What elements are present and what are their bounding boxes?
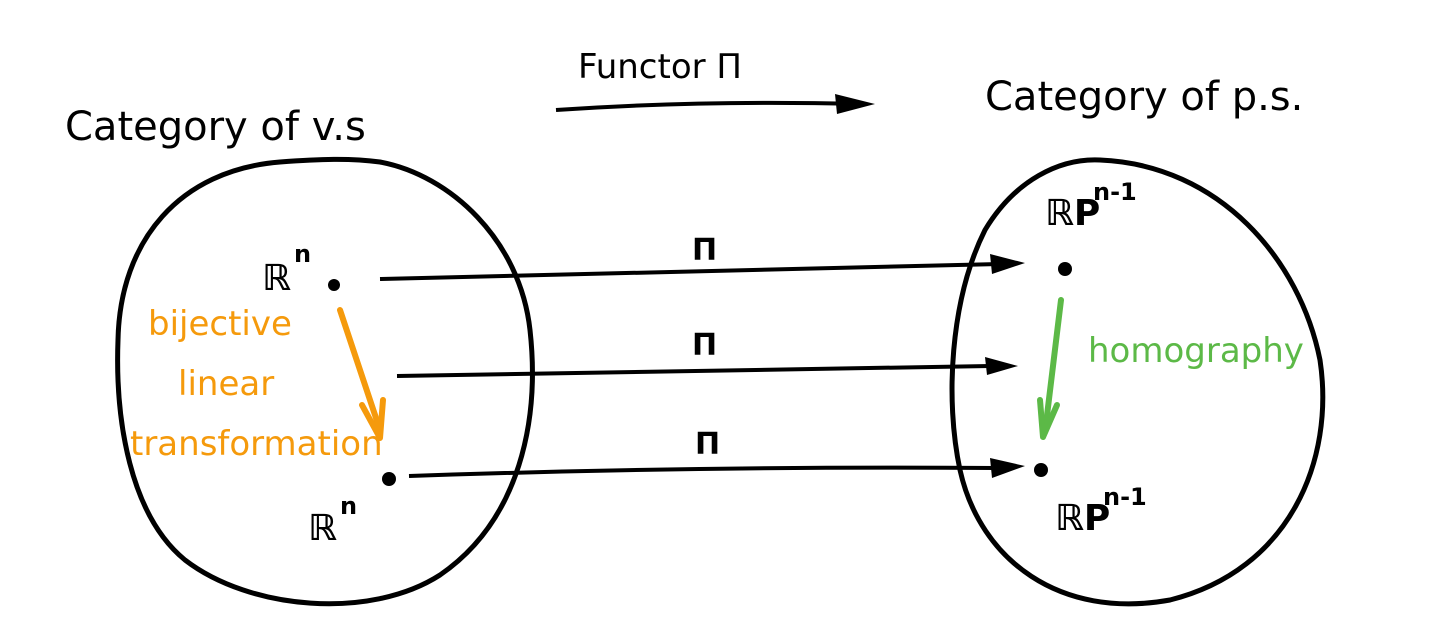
left-object-top-sup: n xyxy=(294,240,311,268)
right-morphism-arrowhead xyxy=(1037,397,1060,440)
map-arrowhead-bottom xyxy=(990,458,1025,478)
functor-arrowhead xyxy=(835,94,875,114)
map-arrow-top xyxy=(379,262,1001,281)
map-label-middle: Π xyxy=(692,328,717,363)
right-object-top-base: ℝP xyxy=(1045,193,1100,234)
map-label-bottom: Π xyxy=(695,427,720,462)
right-object-top-sup: n-1 xyxy=(1093,178,1137,206)
right-category-title: Category of p.s. xyxy=(985,74,1303,120)
left-morphism-line-3: transformation xyxy=(130,424,383,464)
left-morphism-arrow xyxy=(337,307,383,433)
right-point-bottom xyxy=(1034,463,1048,477)
left-category-blob xyxy=(115,156,535,607)
left-morphism-arrowhead xyxy=(359,397,386,441)
map-arrow-middle xyxy=(396,364,991,378)
map-label-top: Π xyxy=(692,233,717,268)
right-object-bottom-sup: n-1 xyxy=(1103,483,1147,511)
left-object-bottom-sup: n xyxy=(340,492,357,520)
right-morphism-arrow xyxy=(1042,297,1064,435)
functor-label: Functor Π xyxy=(578,47,742,87)
right-point-top xyxy=(1058,262,1072,276)
left-morphism-line-2: linear xyxy=(178,364,274,404)
left-object-top-base: ℝ xyxy=(262,258,291,299)
right-category-blob xyxy=(949,157,1326,607)
right-object-bottom: ℝP n-1 xyxy=(1055,483,1147,539)
left-object-top: ℝ n xyxy=(262,240,311,299)
right-morphism-label: homography xyxy=(1088,331,1304,371)
left-object-bottom: ℝ n xyxy=(308,492,357,549)
left-category-title: Category of v.s xyxy=(65,104,366,150)
map-arrow-bottom xyxy=(408,465,996,478)
left-morphism-line-1: bijective xyxy=(148,304,292,344)
functor-arrow xyxy=(555,100,861,112)
left-point-top xyxy=(328,279,340,291)
left-point-bottom xyxy=(382,472,396,486)
map-arrowhead-middle xyxy=(985,357,1018,375)
right-object-top: ℝP n-1 xyxy=(1045,178,1137,234)
map-arrowhead-top xyxy=(990,254,1025,274)
left-object-bottom-base: ℝ xyxy=(308,508,337,549)
right-object-bottom-base: ℝP xyxy=(1055,498,1110,539)
